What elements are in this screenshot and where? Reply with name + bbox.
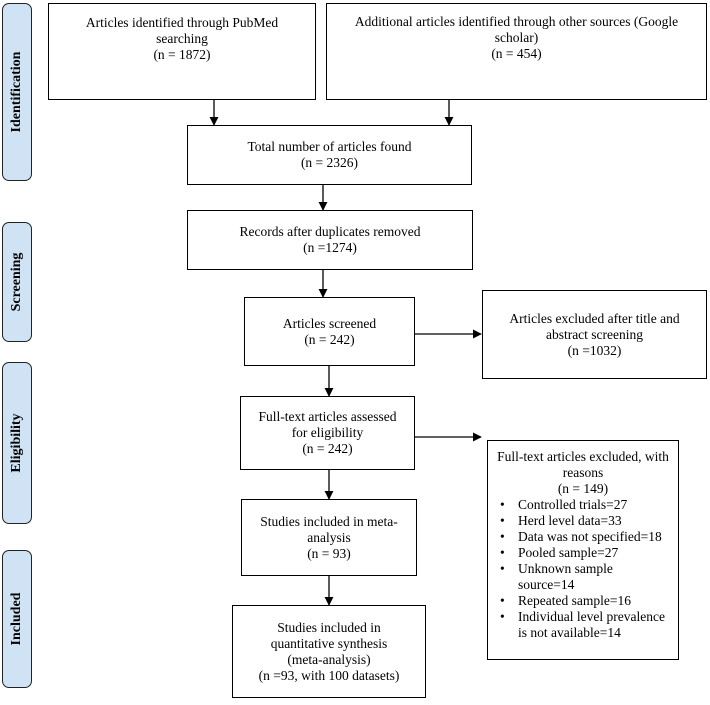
excluded-title-box: Articles excluded after title and abstra…: [482, 290, 707, 379]
reason-item: • Repeated sample=16: [496, 593, 678, 609]
quantitative-synthesis-box: Studies included in quantitative synthes…: [232, 605, 426, 698]
reason-text: Controlled trials=27: [518, 497, 628, 512]
duplicates-text: Records after duplicates removed: [239, 224, 421, 239]
excluded-title-text: Articles excluded after title and: [509, 310, 680, 326]
screened-box: Articles screened (n = 242): [244, 297, 415, 366]
other-sources-text: Additional articles identified through o…: [354, 14, 679, 29]
reason-text: Herd level data=33: [518, 513, 622, 528]
excluded-title-text: abstract screening: [545, 326, 644, 342]
reason-text: source=14: [518, 577, 575, 592]
total-text: Total number of articles found: [247, 139, 412, 154]
stage-identification: Identification: [2, 3, 32, 181]
stage-screening: Screening: [2, 222, 32, 342]
other-sources-count: (n = 454): [491, 46, 542, 61]
excluded-fulltext-text: Full-text articles excluded, with: [497, 449, 669, 464]
meta-text: analysis: [307, 529, 351, 545]
stage-eligibility: Eligibility: [2, 362, 32, 524]
fulltext-count: (n = 242): [302, 441, 353, 456]
bullet: •: [500, 593, 505, 608]
screened-count: (n = 242): [304, 331, 355, 347]
bullet: •: [500, 529, 505, 544]
excluded-fulltext-count: (n = 149): [557, 481, 609, 496]
excluded-fulltext-text: reasons: [562, 465, 604, 480]
quant-text: Studies included in: [277, 619, 381, 635]
duplicates-count: (n =1274): [303, 240, 357, 255]
total-box: Total number of articles found (n = 2326…: [187, 125, 472, 185]
screened-text: Articles screened: [282, 315, 377, 331]
bullet: •: [500, 561, 505, 576]
exclusion-reasons-list: • Controlled trials=27 • Herd level data=3…: [488, 497, 678, 641]
bullet: •: [500, 545, 505, 560]
reason-text: Pooled sample=27: [518, 545, 619, 560]
duplicates-box: Records after duplicates removed (n =127…: [187, 210, 473, 270]
other-sources-text: scholar): [494, 30, 539, 45]
bullet: •: [500, 513, 505, 528]
reason-text: Repeated sample=16: [518, 593, 631, 608]
meta-text: Studies included in meta-: [260, 513, 398, 529]
excluded-title-count: (n =1032): [567, 342, 622, 358]
other-sources-box: Additional articles identified through o…: [326, 3, 707, 100]
bullet: •: [500, 497, 505, 512]
pubmed-count: (n = 1872): [153, 47, 211, 62]
quant-text: (meta-analysis): [287, 651, 371, 667]
stage-included: Included: [2, 550, 32, 688]
reason-text: is not available=14: [518, 625, 621, 640]
excluded-fulltext-box: Full-text articles excluded, with reason…: [487, 440, 679, 660]
pubmed-text: Articles identified through PubMed: [85, 15, 279, 30]
reason-text: Individual level prevalence: [518, 609, 665, 624]
quant-text: quantitative synthesis: [270, 635, 388, 651]
bullet: •: [500, 609, 505, 624]
quant-count: (n =93, with 100 datasets): [258, 667, 400, 683]
fulltext-text: Full-text articles assessed: [258, 409, 397, 424]
fulltext-assessed-box: Full-text articles assessed for eligibil…: [240, 396, 415, 470]
reason-item: • Data was not specified=18: [496, 529, 678, 545]
total-count: (n = 2326): [300, 155, 359, 170]
reason-text: Unknown sample: [518, 561, 613, 576]
fulltext-text: for eligibility: [291, 425, 364, 440]
reason-item: • Controlled trials=27: [496, 497, 678, 513]
reason-text: Data was not specified=18: [518, 529, 662, 544]
pubmed-box: Articles identified through PubMed searc…: [48, 3, 316, 100]
reason-item: • Pooled sample=27: [496, 545, 678, 561]
reason-item: • Herd level data=33: [496, 513, 678, 529]
pubmed-text: searching: [156, 31, 208, 46]
excluded-fulltext-header: Full-text articles excluded, with reason…: [488, 449, 678, 497]
meta-analysis-box: Studies included in meta- analysis (n = …: [241, 499, 417, 576]
meta-count: (n = 93): [307, 545, 351, 561]
